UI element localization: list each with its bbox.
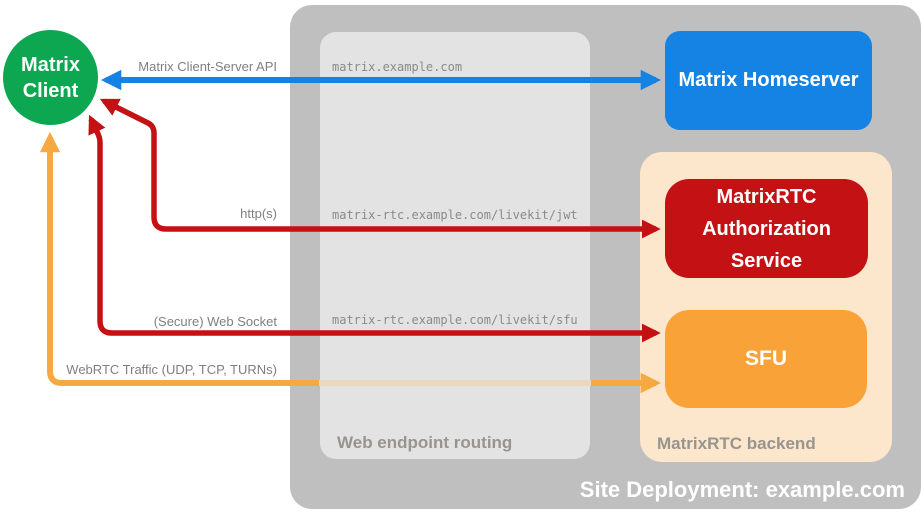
matrix-homeserver-node: Matrix Homeserver	[665, 31, 872, 130]
endpoint-livekit-jwt: matrix-rtc.example.com/livekit/jwt	[332, 208, 578, 222]
matrixrtc-authorization-service-label: MatrixRTC Authorization Service	[702, 185, 831, 272]
websocket-label: (Secure) Web Socket	[153, 314, 277, 329]
https-label: http(s)	[240, 206, 277, 221]
matrix-client-label: Matrix Client	[21, 53, 80, 102]
endpoint-matrix-example-com: matrix.example.com	[332, 60, 463, 74]
webrtc-traffic-label: WebRTC Traffic (UDP, TCP, TURNs)	[66, 362, 277, 377]
matrix-client-node: Matrix Client	[3, 30, 98, 125]
matrixrtc-authorization-service-node: MatrixRTC Authorization Service	[665, 179, 868, 278]
matrixrtc-backend-label: MatrixRTC backend	[657, 434, 816, 453]
client-server-api-label: Matrix Client-Server API	[138, 59, 277, 74]
web-endpoint-routing-panel	[320, 32, 590, 459]
web-endpoint-routing-label: Web endpoint routing	[337, 433, 513, 452]
site-deployment-label: Site Deployment: example.com	[579, 477, 905, 502]
sfu-label: SFU	[745, 347, 787, 370]
webrtc-arrow-solid-start	[39, 131, 319, 386]
matrix-homeserver-label: Matrix Homeserver	[678, 69, 859, 91]
sfu-node: SFU	[665, 310, 867, 408]
endpoint-livekit-sfu: matrix-rtc.example.com/livekit/sfu	[332, 313, 578, 327]
